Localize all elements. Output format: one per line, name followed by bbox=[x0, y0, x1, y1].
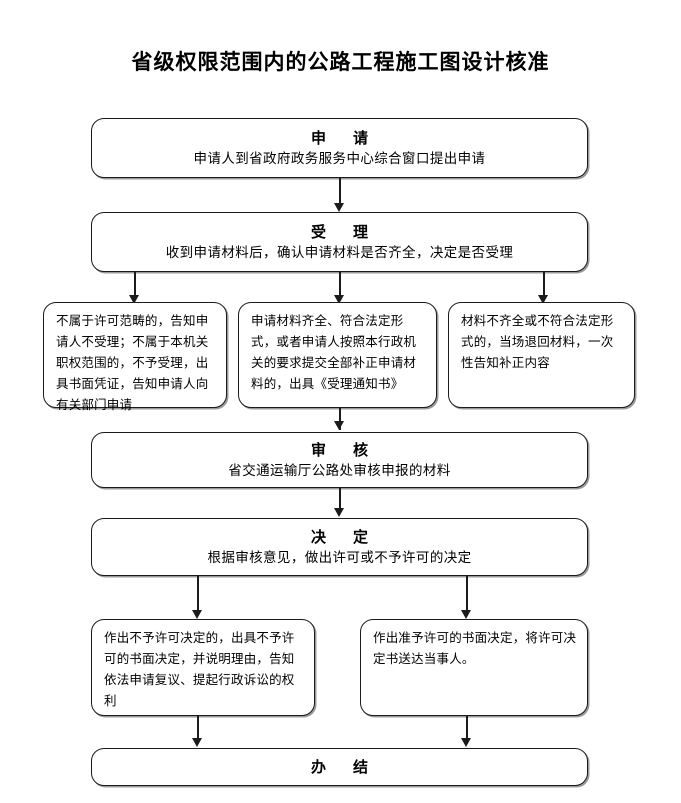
arrowhead-accept-branch-left bbox=[129, 295, 139, 304]
arrowhead-deny-done bbox=[192, 738, 202, 747]
node-branch-left: 不属于许可范畴的，告知申请人不受理；不属于本机关职权范围的，不予受理，出具书面凭… bbox=[43, 302, 227, 412]
connector-deny-done bbox=[197, 716, 199, 740]
node-apply: 申 请 申请人到省政府政务服务中心综合窗口提出申请 bbox=[91, 118, 588, 178]
node-apply-heading: 申 请 bbox=[310, 129, 374, 147]
arrowhead-review-decide bbox=[334, 508, 344, 517]
arrowhead-grant-done bbox=[461, 738, 471, 747]
node-decide-heading: 决 定 bbox=[310, 528, 374, 546]
connector-review-decide bbox=[339, 488, 341, 513]
node-deny-body: 作出不予许可决定的，出具不予许可的书面决定，并说明理由，告知依法申请复议、提起行… bbox=[104, 630, 295, 708]
connector-accept-branch-left bbox=[134, 272, 136, 298]
arrowhead-branch-middle-review bbox=[334, 421, 344, 430]
node-branch-right-body: 材料不齐全或不符合法定形式的，当场退回材料，一次性告知补正内容 bbox=[461, 313, 614, 370]
node-decide: 决 定 根据审核意见，做出许可或不予许可的决定 bbox=[91, 518, 588, 576]
arrowhead-apply-accept bbox=[334, 203, 344, 212]
node-grant-body: 作出准予许可的书面决定，将许可决定书送达当事人。 bbox=[373, 630, 577, 666]
connector-apply-accept bbox=[339, 178, 341, 206]
node-grant: 作出准予许可的书面决定，将许可决定书送达当事人。 bbox=[360, 619, 588, 716]
node-branch-middle: 申请材料齐全、符合法定形式，或者申请人按照本行政机关的要求提交全部补正申请材料的… bbox=[238, 302, 437, 408]
node-done-heading: 办 结 bbox=[310, 758, 374, 776]
node-review-body: 省交通运输厅公路处审核申报的材料 bbox=[228, 463, 451, 479]
node-review-heading: 审 核 bbox=[310, 441, 374, 459]
node-branch-middle-body: 申请材料齐全、符合法定形式，或者申请人按照本行政机关的要求提交全部补正申请材料的… bbox=[251, 313, 417, 391]
page-title: 省级权限范围内的公路工程施工图设计核准 bbox=[131, 50, 550, 74]
node-accept: 受 理 收到申请材料后，确认申请材料是否齐全，决定是否受理 bbox=[91, 212, 588, 272]
connector-grant-done bbox=[466, 716, 468, 740]
node-branch-left-body: 不属于许可范畴的，告知申请人不受理；不属于本机关职权范围的，不予受理，出具书面凭… bbox=[56, 313, 209, 412]
connector-accept-branch-right bbox=[543, 272, 545, 298]
node-apply-body: 申请人到省政府政务服务中心综合窗口提出申请 bbox=[193, 151, 486, 167]
arrowhead-accept-branch-middle bbox=[334, 295, 344, 304]
connector-decide-deny bbox=[197, 576, 199, 614]
connector-branch-middle-review bbox=[339, 408, 341, 430]
node-branch-right: 材料不齐全或不符合法定形式的，当场退回材料，一次性告知补正内容 bbox=[448, 302, 635, 408]
node-deny: 作出不予许可决定的，出具不予许可的书面决定，并说明理由，告知依法申请复议、提起行… bbox=[91, 619, 315, 716]
node-accept-heading: 受 理 bbox=[310, 223, 374, 241]
node-done: 办 结 bbox=[91, 748, 588, 786]
arrowhead-accept-branch-right bbox=[538, 295, 548, 304]
node-review: 审 核 省交通运输厅公路处审核申报的材料 bbox=[91, 432, 588, 488]
arrowhead-decide-grant bbox=[461, 610, 471, 619]
arrowhead-decide-deny bbox=[192, 610, 202, 619]
connector-accept-branch-middle bbox=[339, 272, 341, 298]
node-accept-body: 收到申请材料后，确认申请材料是否齐全，决定是否受理 bbox=[165, 245, 514, 261]
connector-decide-grant bbox=[466, 576, 468, 614]
node-decide-body: 根据审核意见，做出许可或不予许可的决定 bbox=[207, 550, 472, 566]
